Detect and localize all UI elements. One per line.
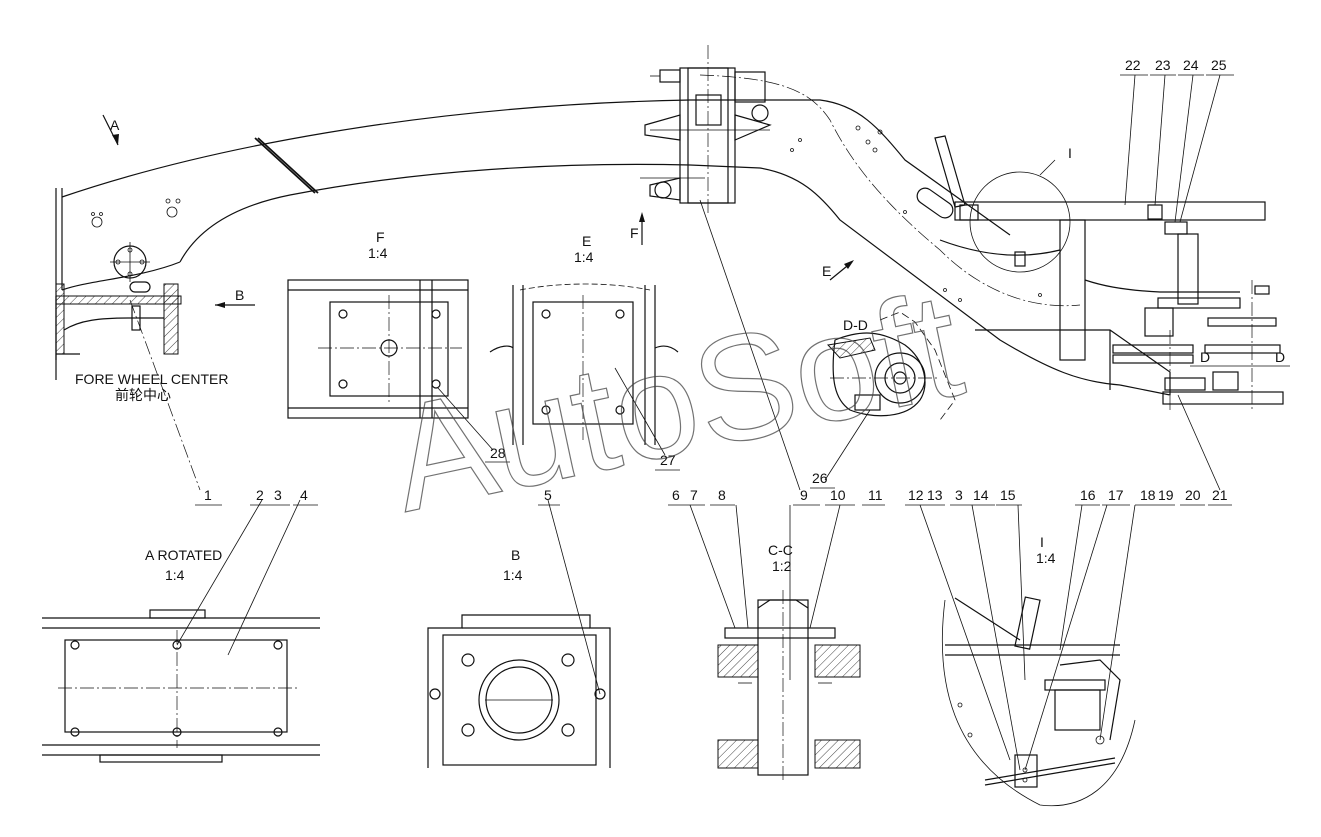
- part-number-5: 5: [544, 487, 552, 503]
- part-number-11: 11: [868, 487, 883, 503]
- part-number-14: 14: [973, 487, 989, 503]
- section-d-left-label: D: [1200, 349, 1210, 365]
- part-number-9: 9: [800, 487, 808, 503]
- part-number-17: 17: [1108, 487, 1124, 503]
- section-d-right-label: D: [1275, 349, 1285, 365]
- view-e-scale: 1:4: [574, 249, 594, 265]
- part-number-27: 27: [660, 452, 676, 468]
- view-b-scale: 1:4: [503, 567, 523, 583]
- view-e: [489, 283, 679, 456]
- part-number-20: 20: [1185, 487, 1201, 503]
- view-cc: [689, 504, 861, 780]
- view-cc-scale: 1:2: [772, 558, 792, 574]
- main-frame: [55, 74, 1171, 491]
- part-number-26: 26: [812, 470, 828, 486]
- part-number-15: 15: [1000, 487, 1016, 503]
- part-number-28: 28: [490, 445, 506, 461]
- view-arrows: [102, 114, 854, 308]
- part-number-25: 25: [1211, 57, 1227, 73]
- view-f-scale: 1:4: [368, 245, 388, 261]
- view-b-title: B: [511, 547, 520, 563]
- part-number-12: 12: [908, 487, 924, 503]
- part-number-19: 19: [1158, 487, 1174, 503]
- part-number-3b: 3: [955, 487, 963, 503]
- part-number-21: 21: [1212, 487, 1228, 503]
- view-arrow-b-label: B: [235, 287, 244, 303]
- fore-wheel-center-cn-label: 前轮中心: [115, 387, 171, 403]
- section-dd-label: D-D: [843, 317, 868, 333]
- view-a-rotated-title: A ROTATED: [145, 547, 222, 563]
- view-a-rotated: [42, 499, 320, 763]
- suspension-assembly: [640, 45, 772, 215]
- view-b: [427, 499, 611, 768]
- view-i: [919, 504, 1136, 807]
- part-number-18: 18: [1140, 487, 1156, 503]
- part-number-13: 13: [927, 487, 943, 503]
- part-number-8: 8: [718, 487, 726, 503]
- part-number-22: 22: [1125, 57, 1141, 73]
- part-number-16: 16: [1080, 487, 1096, 503]
- leader-lines: [195, 74, 1234, 506]
- rear-assembly: [934, 135, 1290, 410]
- view-i-scale: 1:4: [1036, 550, 1056, 566]
- view-arrow-e-label: E: [822, 263, 831, 279]
- part-number-1: 1: [204, 487, 212, 503]
- part-number-24: 24: [1183, 57, 1199, 73]
- view-i-title: I: [1040, 534, 1044, 550]
- detail-i-marker-label: I: [1068, 145, 1072, 161]
- part-number-2: 2: [256, 487, 264, 503]
- view-arrow-f-label: F: [630, 225, 639, 241]
- view-f-title: F: [376, 229, 385, 245]
- part-number-3: 3: [274, 487, 282, 503]
- view-e-title: E: [582, 233, 591, 249]
- view-a-rotated-scale: 1:4: [165, 567, 185, 583]
- view-cc-title: C-C: [768, 542, 793, 558]
- part-number-23: 23: [1155, 57, 1171, 73]
- view-arrow-a-label: A: [110, 117, 120, 133]
- fore-wheel-center-label: FORE WHEEL CENTER: [75, 371, 229, 387]
- part-number-4: 4: [300, 487, 308, 503]
- part-number-10: 10: [830, 487, 846, 503]
- view-f: [287, 279, 494, 451]
- part-number-6: 6: [672, 487, 680, 503]
- section-dd: [827, 311, 956, 421]
- part-number-7: 7: [690, 487, 698, 503]
